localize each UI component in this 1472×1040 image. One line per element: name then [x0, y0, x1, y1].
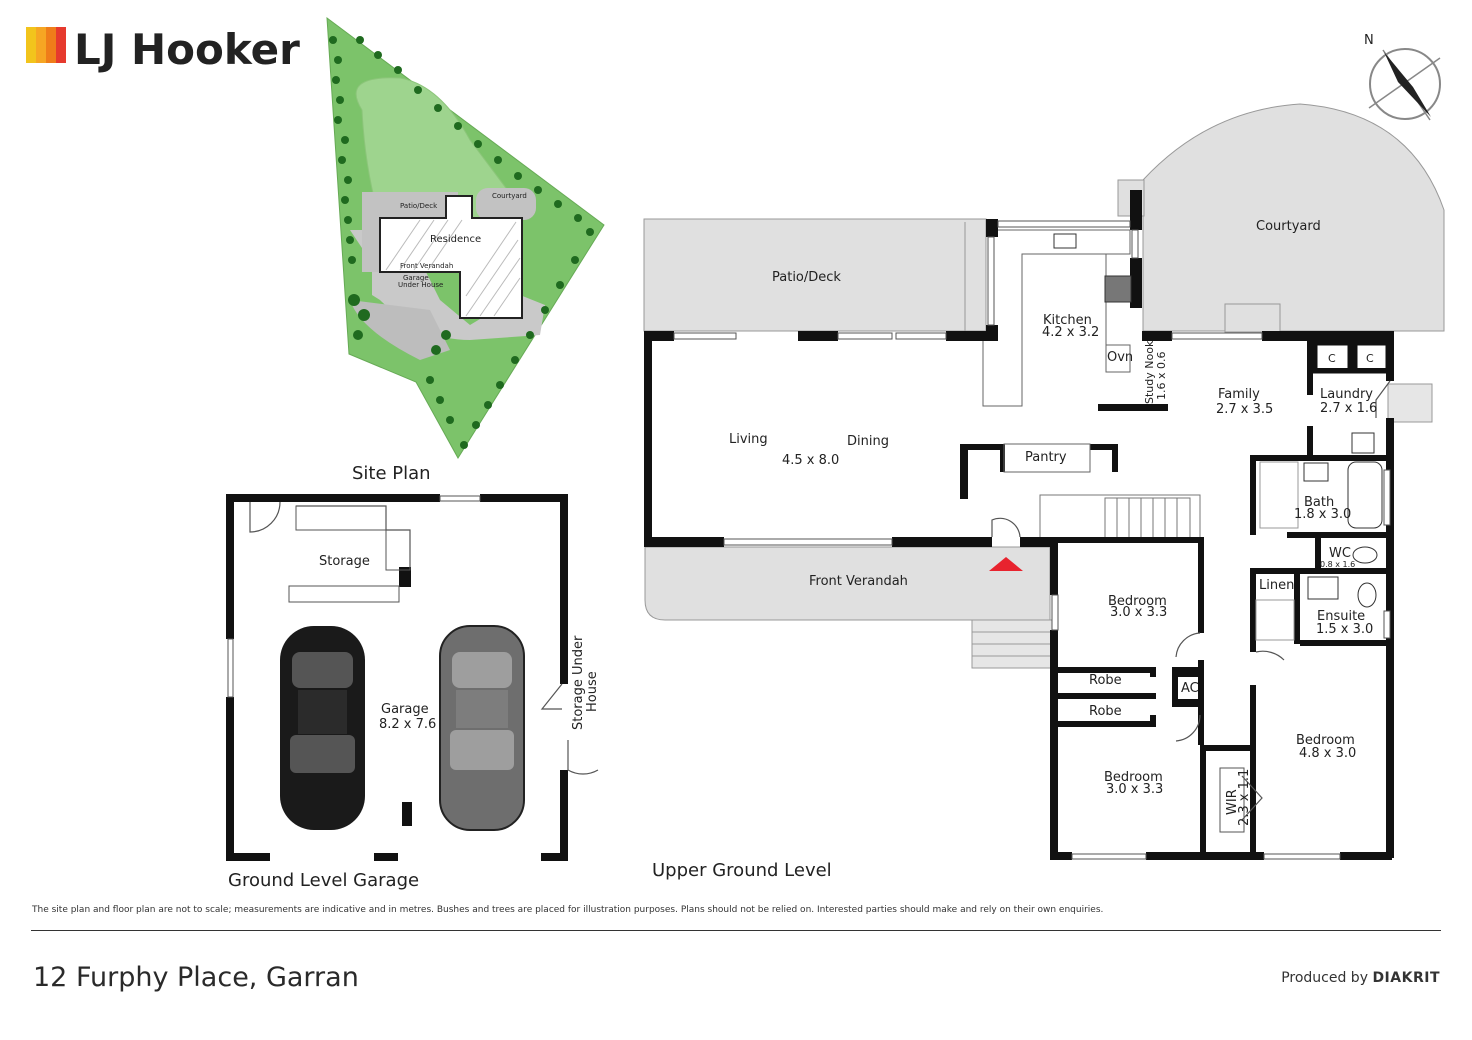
living-label: Living [729, 432, 768, 447]
compass-label: N [1364, 33, 1374, 48]
brand-name: LJ Hooker [74, 25, 300, 74]
car-icon [439, 625, 525, 831]
bath-label: Bath [1304, 495, 1334, 510]
bedroom-1-label: Bedroom [1108, 594, 1167, 609]
bedroom-2-size: 3.0 x 3.3 [1106, 782, 1163, 797]
disclaimer-text: The site plan and floor plan are not to … [32, 905, 1104, 915]
ac-label: AC [1181, 681, 1199, 696]
bedroom-3-label: Bedroom [1296, 733, 1355, 748]
site-plan: Patio/Deck Courtyard Residence Front Ver… [326, 16, 605, 484]
family-size: 2.7 x 3.5 [1216, 402, 1273, 417]
wc-size: 0.8 x 1.6 [1320, 560, 1355, 569]
upper-level-title: Upper Ground Level [652, 860, 832, 881]
producer-credit: Produced by DIAKRIT [1281, 970, 1440, 986]
kitchen-size: 4.2 x 3.2 [1042, 325, 1099, 340]
storage-under-house-label-2: House [585, 671, 600, 712]
ensuite-label: Ensuite [1317, 609, 1365, 624]
cupboard-label-1: C [1328, 352, 1336, 365]
site-patio-label: Patio/Deck [400, 202, 438, 210]
compass-icon: N [1364, 33, 1441, 121]
study-nook-label: Study Nook [1143, 340, 1156, 404]
kitchen-label: Kitchen [1043, 313, 1092, 328]
site-garage-label: Garage [403, 274, 429, 282]
car-icon [280, 626, 365, 830]
bedroom-1-size: 3.0 x 3.3 [1110, 605, 1167, 620]
oven-label: Ovn [1107, 350, 1133, 365]
study-nook-size: 1.6 x 0.6 [1155, 352, 1168, 401]
site-verandah-label: Front Verandah [400, 262, 453, 270]
wir-size: 2.3 x 1.1 [1237, 769, 1252, 826]
bath-size: 1.8 x 3.0 [1294, 507, 1351, 522]
wir-label: WIR [1225, 789, 1240, 815]
linen-label: Linen [1259, 578, 1294, 593]
storage-under-house-label-1: Storage Under [571, 635, 586, 730]
site-plan-title: Site Plan [352, 463, 431, 484]
courtyard-label: Courtyard [1256, 219, 1321, 234]
living-size: 4.5 x 8.0 [782, 453, 839, 468]
robe-label-2: Robe [1089, 704, 1122, 719]
upper-level-plan: Patio/Deck Kitchen 4.2 x 3.2 Ovn Study N… [643, 103, 1445, 881]
robe-label-1: Robe [1089, 673, 1122, 688]
front-verandah-label: Front Verandah [809, 574, 908, 589]
bedroom-3-size: 4.8 x 3.0 [1299, 746, 1356, 761]
site-courtyard-label: Courtyard [492, 192, 527, 200]
garage-level-title: Ground Level Garage [228, 870, 419, 891]
family-label: Family [1218, 387, 1260, 402]
laundry-label: Laundry [1320, 387, 1373, 402]
entry-marker-icon [989, 557, 1023, 571]
site-under-house-label: Under House [398, 281, 443, 289]
site-residence-label: Residence [430, 234, 481, 245]
dining-label: Dining [847, 434, 889, 449]
wc-label: WC [1329, 546, 1351, 561]
ensuite-size: 1.5 x 3.0 [1316, 622, 1373, 637]
patio-label: Patio/Deck [772, 270, 841, 285]
garage-level-plan: Storage Garage 8.2 x 7.6 Storage Under H… [226, 494, 600, 891]
tree-markers [329, 36, 594, 449]
producer-name: DIAKRIT [1372, 970, 1440, 986]
garage-name-label: Garage [381, 702, 429, 717]
laundry-size: 2.7 x 1.6 [1320, 401, 1377, 416]
garage-storage-label: Storage [319, 554, 370, 569]
property-address: 12 Furphy Place, Garran [33, 962, 359, 993]
produced-by-label: Produced by [1281, 970, 1368, 986]
pantry-label: Pantry [1025, 450, 1067, 465]
cupboard-label-2: C [1366, 352, 1374, 365]
garage-size-label: 8.2 x 7.6 [379, 717, 436, 732]
footer-divider [31, 930, 1441, 931]
bedroom-2-label: Bedroom [1104, 770, 1163, 785]
brand-logo: LJ Hooker [26, 25, 300, 74]
